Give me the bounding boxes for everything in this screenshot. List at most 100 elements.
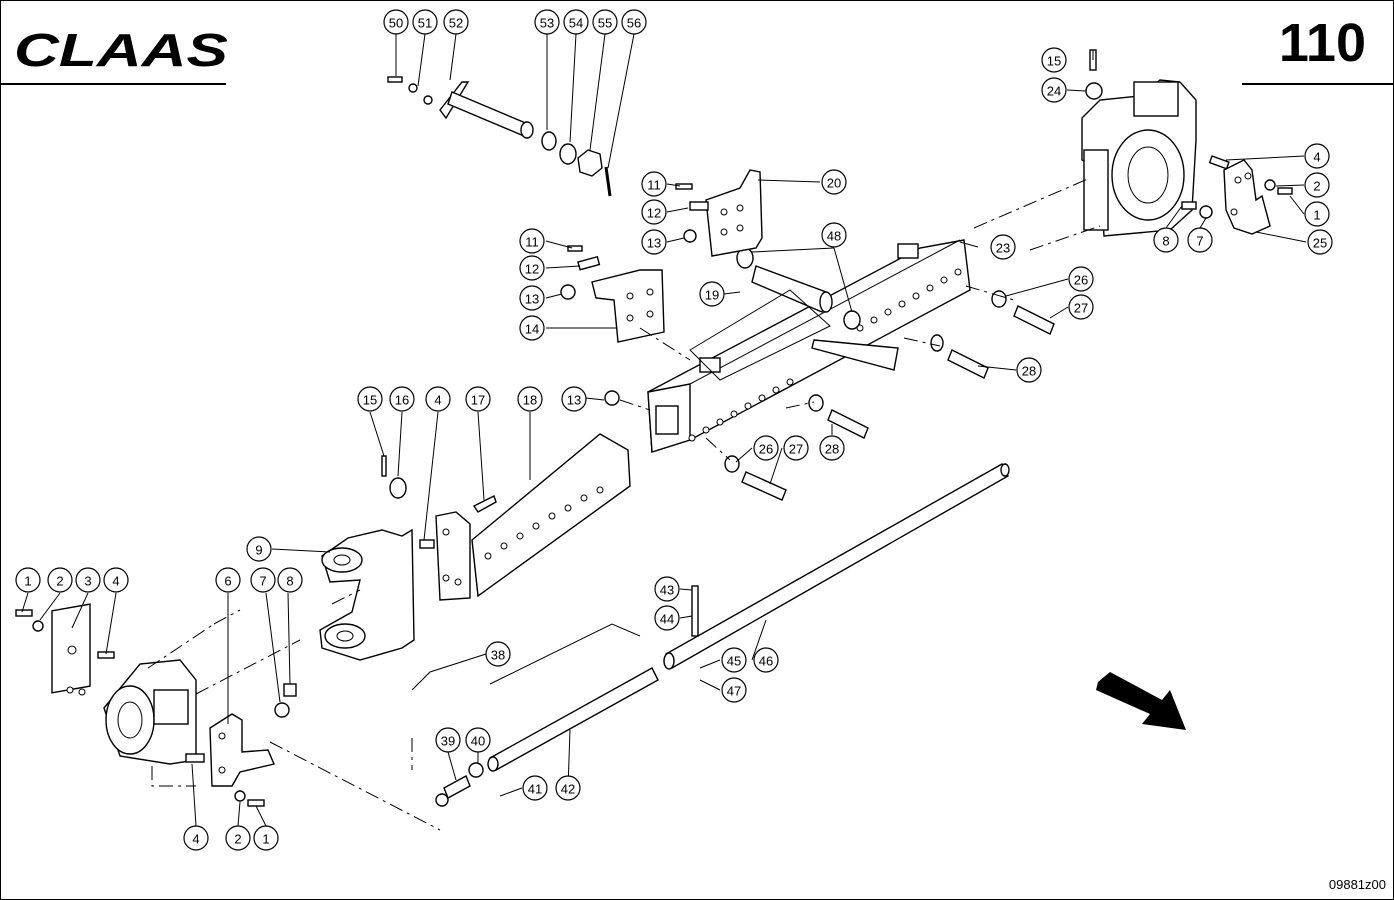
callout-label: 11 [525, 235, 539, 250]
callout-18: 18 [517, 386, 543, 412]
gearbox-right [1081, 49, 1197, 237]
callout-label: 2 [234, 832, 241, 847]
callout-circle [1041, 47, 1067, 73]
shaft-assembly-top [387, 76, 612, 197]
extension-beam-18 [419, 433, 631, 601]
callout-14: 14 [519, 315, 545, 341]
callout-label: 42 [561, 782, 575, 797]
support-tube-48 [689, 247, 861, 381]
drawing-code: 09881z00 [1328, 877, 1386, 892]
callout-circle [821, 169, 847, 195]
callout-label: 39 [441, 734, 455, 749]
callout-label: 1 [1313, 208, 1320, 223]
callout-circle [1304, 172, 1330, 198]
callout-circle [654, 605, 680, 631]
callout-label: 24 [1047, 84, 1061, 99]
bracket-14 [560, 245, 665, 343]
callout-28: 28 [819, 435, 845, 461]
callout-circle [465, 727, 491, 753]
callout-15: 15 [1041, 47, 1067, 73]
callout-51: 51 [412, 9, 438, 35]
callout-circle [183, 825, 209, 851]
callout-circle [753, 435, 779, 461]
callout-label: 23 [996, 241, 1010, 256]
bolts-beam [604, 290, 1055, 501]
callout-label: 52 [449, 16, 463, 31]
callout-label: 55 [598, 16, 612, 31]
callout-label: 13 [567, 393, 581, 408]
callout-16: 16 [389, 386, 415, 412]
callout-label: 1 [24, 574, 31, 589]
callout-circle [519, 315, 545, 341]
callout-4: 4 [103, 567, 129, 593]
callout-label: 20 [827, 176, 841, 191]
callout-41: 41 [522, 775, 548, 801]
callout-7: 7 [1187, 227, 1213, 253]
callout-11: 11 [519, 228, 545, 254]
callout-label: 13 [525, 292, 539, 307]
callout-circle [990, 234, 1016, 260]
callout-label: 6 [224, 574, 231, 589]
callout-13: 13 [561, 386, 587, 412]
page-number: 110 [1278, 13, 1366, 73]
callout-20: 20 [821, 169, 847, 195]
callout-circle [519, 255, 545, 281]
callout-label: 17 [471, 393, 485, 408]
callout-13: 13 [519, 285, 545, 311]
callout-circle [721, 647, 747, 673]
callout-circle [412, 9, 438, 35]
callout-label: 3 [84, 574, 91, 589]
callout-9: 9 [246, 536, 272, 562]
callout-25: 25 [1307, 229, 1333, 255]
callout-label: 50 [389, 16, 403, 31]
callout-circle [277, 567, 303, 593]
callout-label: 44 [660, 612, 674, 627]
callout-4: 4 [1304, 143, 1330, 169]
callout-50: 50 [383, 9, 409, 35]
callout-44: 44 [654, 605, 680, 631]
callout-circle [1153, 227, 1179, 253]
callout-23: 23 [990, 234, 1016, 260]
callout-17: 17 [465, 386, 491, 412]
callout-circle [215, 567, 241, 593]
callout-circle [443, 9, 469, 35]
callout-1: 1 [1304, 201, 1330, 227]
callout-2: 2 [47, 567, 73, 593]
shaft-46 [663, 463, 1010, 670]
callout-label: 25 [1313, 236, 1327, 251]
callout-circle [225, 825, 251, 851]
callout-circle [435, 727, 461, 753]
callout-45: 45 [721, 647, 747, 673]
leader-lines [21, 33, 1307, 827]
callout-label: 48 [827, 229, 841, 244]
callout-53: 53 [534, 9, 560, 35]
callout-39: 39 [435, 727, 461, 753]
callout-circle [519, 285, 545, 311]
callout-52: 52 [443, 9, 469, 35]
callout-label: 47 [727, 684, 741, 699]
callout-label: 51 [418, 16, 432, 31]
callout-40: 40 [465, 727, 491, 753]
callout-1: 1 [15, 567, 41, 593]
callout-circle [641, 199, 667, 225]
callout-circle [592, 9, 618, 35]
callout-label: 18 [523, 393, 537, 408]
direction-arrow-icon [1096, 672, 1186, 730]
callout-circle [1307, 229, 1333, 255]
callout-label: 26 [1074, 273, 1088, 288]
callout-label: 27 [1074, 301, 1088, 316]
callout-circle [753, 647, 779, 673]
callout-circle [561, 386, 587, 412]
callout-label: 28 [1022, 364, 1036, 379]
callout-label: 38 [491, 648, 505, 663]
callout-label: 4 [192, 832, 199, 847]
callout-circle [425, 386, 451, 412]
callout-55: 55 [592, 9, 618, 35]
callout-label: 4 [1313, 150, 1320, 165]
callout-circle [1304, 201, 1330, 227]
callout-circle [47, 567, 73, 593]
callout-circle [721, 677, 747, 703]
callout-label: 15 [363, 393, 377, 408]
